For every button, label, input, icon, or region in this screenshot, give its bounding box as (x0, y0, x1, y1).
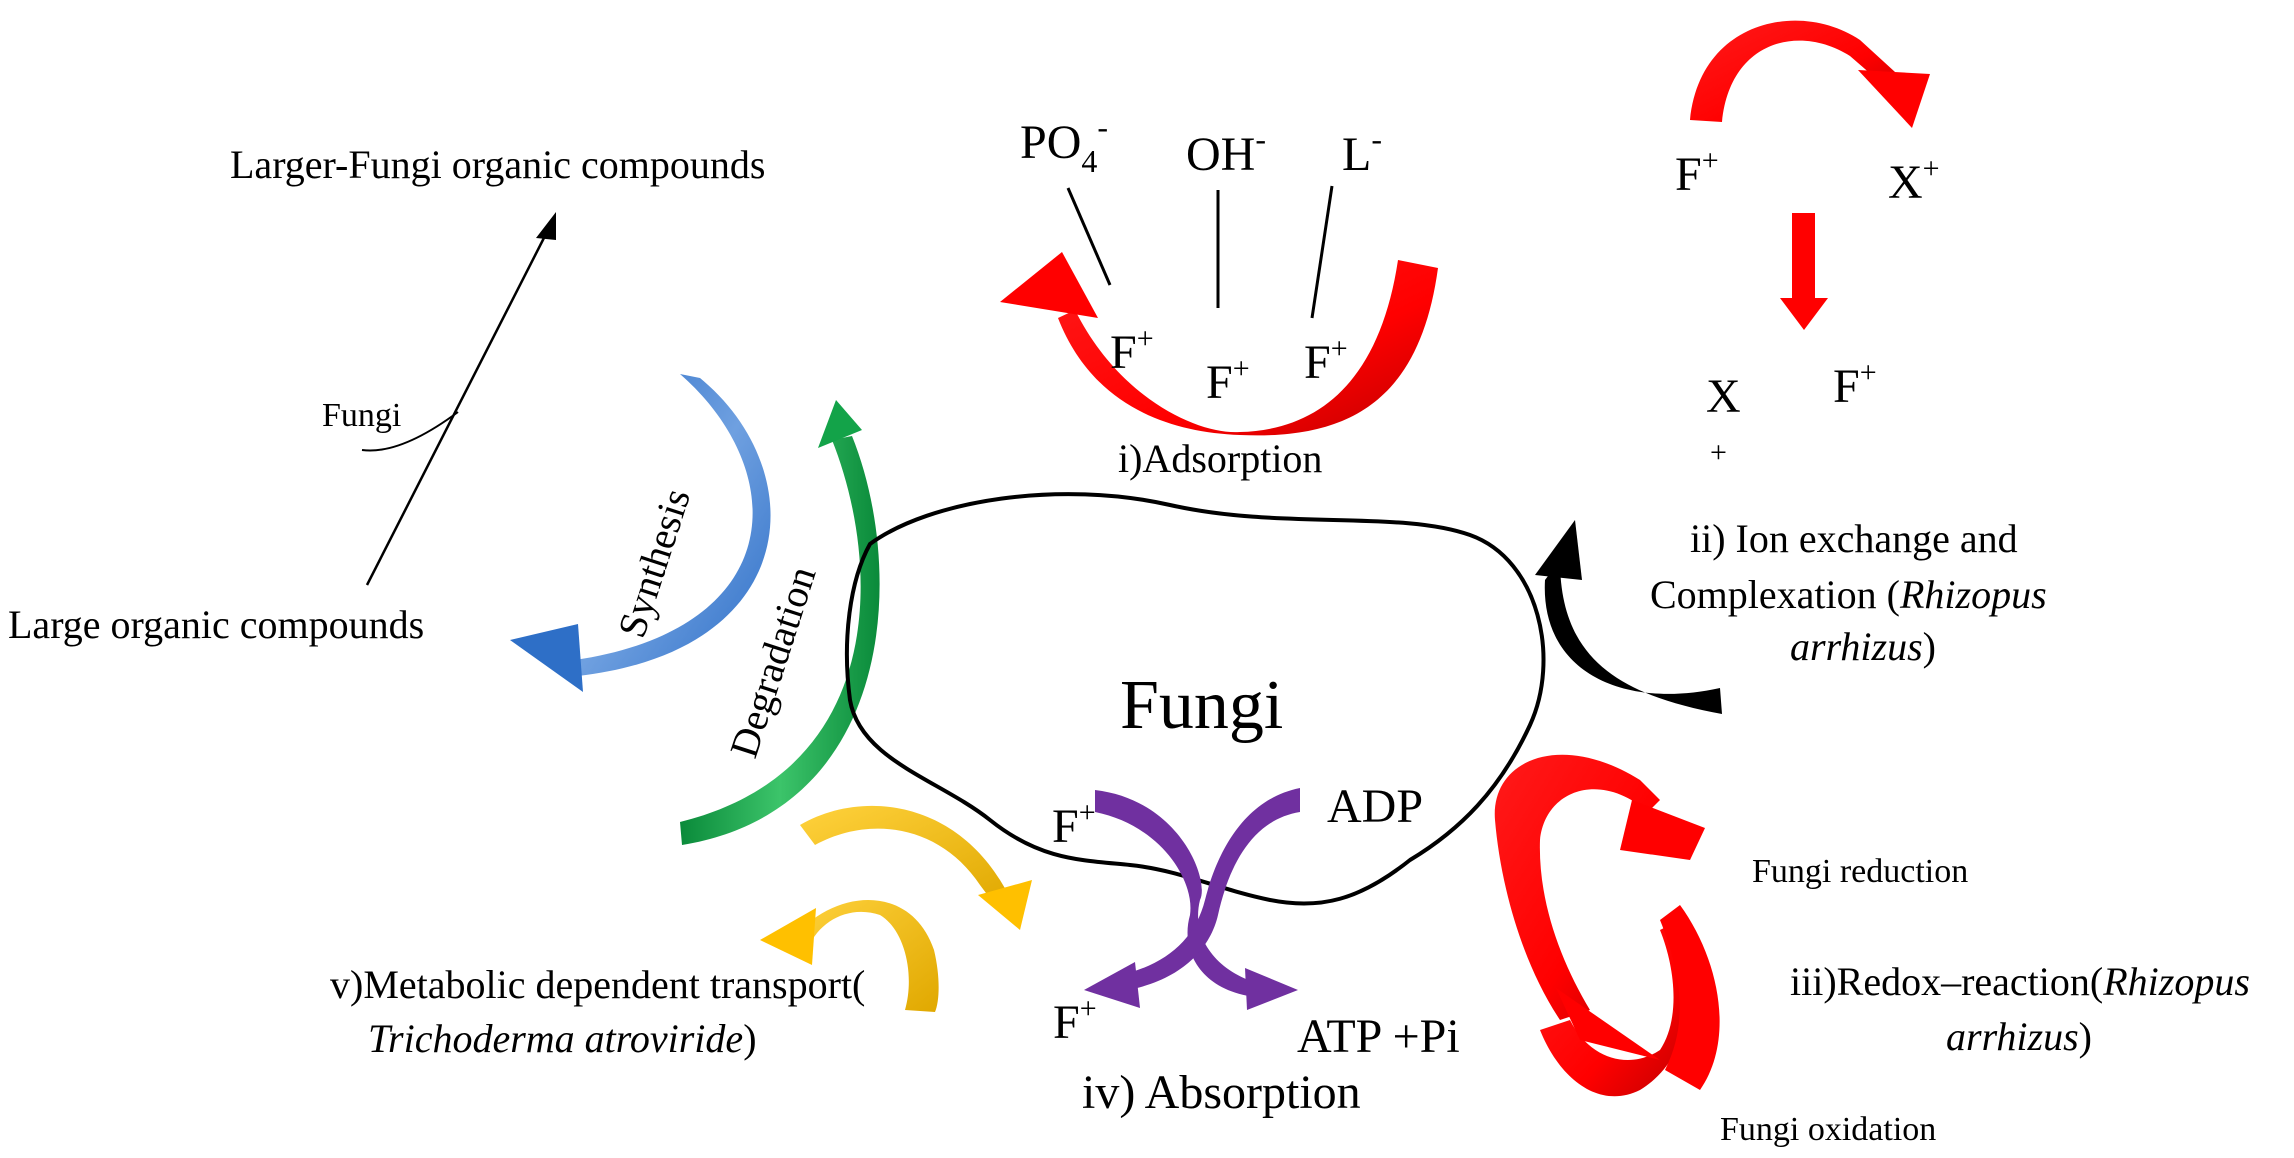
adsorption-title: i)Adsorption (1118, 436, 1322, 481)
adsorption-group: PO4- OH- L- F+ F+ F+ i)Adsorption (1000, 109, 1438, 481)
synthesis-label: Synthesis (609, 483, 699, 643)
absorption-title: iv) Absorption (1082, 1066, 1361, 1119)
fungi-reduction-label: Fungi reduction (1752, 853, 1968, 890)
catalyst-curve (361, 411, 459, 452)
absorption-f-out: F+ (1053, 992, 1097, 1049)
fungi-oxidation-label: Fungi oxidation (1720, 1111, 1936, 1148)
fungi-cell: Fungi (844, 492, 1546, 906)
fungi-catalyst-label: Fungi (322, 397, 401, 434)
ion-exchange-title-2: Complexation (Rhizopus (1650, 572, 2047, 617)
reaction-arrow-line (365, 229, 550, 586)
po4-ligand: PO4- (1020, 109, 1108, 179)
ion-f-top: F+ (1675, 144, 1719, 201)
ion-x-bottom: X (1706, 370, 1741, 423)
l-ligand: L- (1342, 121, 1382, 181)
fungi-center-label: Fungi (1120, 667, 1283, 744)
metabolic-title-1: v)Metabolic dependent transport( (330, 962, 865, 1007)
redox-title-1: iii)Redox–reaction(Rhizopus (1790, 959, 2250, 1004)
metabolic-group: v)Metabolic dependent transport( Trichod… (330, 805, 1032, 1061)
synthesis-arrow: Synthesis (510, 374, 771, 692)
redox-group: Fungi reduction Fungi oxidation iii)Redo… (1494, 754, 2250, 1148)
metabolic-title-2: Trichoderma atroviride) (368, 1016, 757, 1061)
redox-title-2: arrhizus) (1946, 1014, 2092, 1059)
larger-fungi-compounds-label: Larger-Fungi organic compounds (230, 142, 765, 187)
bound-f-1: F+ (1110, 322, 1154, 379)
bound-f-3: F+ (1304, 332, 1348, 389)
ion-x-top: X+ (1888, 152, 1940, 209)
large-organic-compounds-label: Large organic compounds (8, 602, 424, 647)
svg-text:+: + (1710, 436, 1727, 469)
bound-f-2: F+ (1206, 352, 1250, 409)
synthesis-panel: Larger-Fungi organic compounds Large org… (8, 142, 765, 647)
absorption-f-in: F+ (1052, 796, 1096, 853)
ion-exchange-title-1: ii) Ion exchange and (1690, 516, 2018, 561)
ion-exchange-arrow (1535, 520, 1722, 714)
ion-exchange-group: F+ X+ X + F+ ii) Ion exchange and Comple… (1650, 20, 2047, 669)
ion-f-bottom: F+ (1833, 356, 1877, 413)
ion-exchange-title-3: arrhizus) (1790, 624, 1936, 669)
oh-ligand: OH- (1186, 121, 1266, 181)
absorption-adp: ADP (1327, 780, 1423, 833)
absorption-group: F+ ADP F+ ATP +Pi iv) Absorption (1052, 780, 1460, 1119)
absorption-atp: ATP +Pi (1297, 1010, 1460, 1063)
reaction-arrowhead (536, 212, 556, 240)
